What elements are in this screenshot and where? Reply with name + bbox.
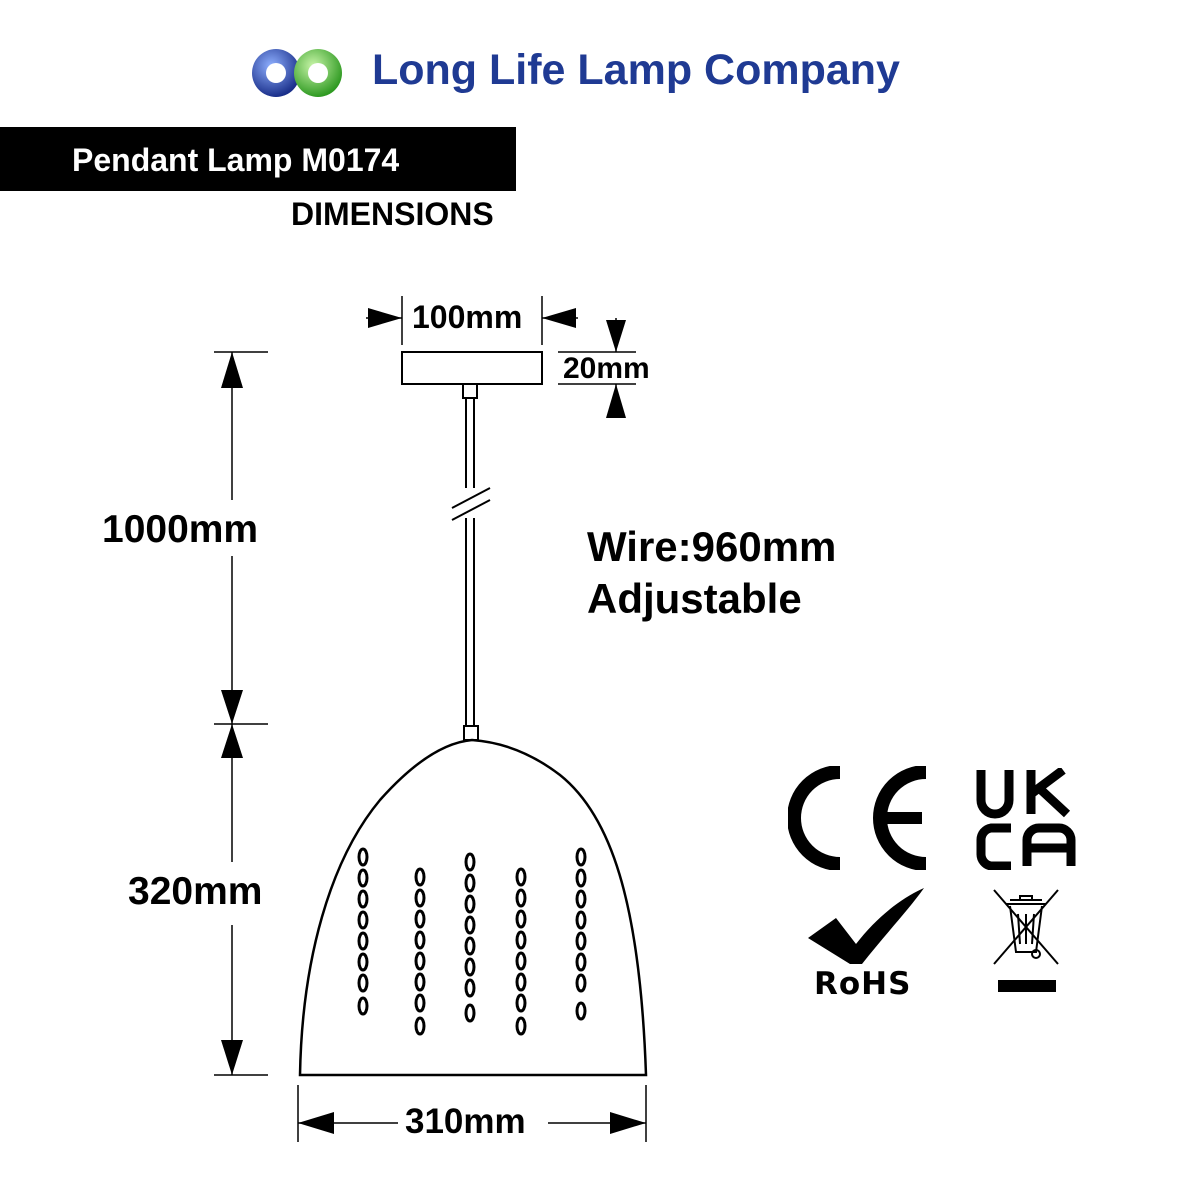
ce-mark-icon (788, 766, 927, 870)
drop-length-label: 1000mm (102, 508, 259, 551)
cord-bottom-connector (463, 725, 479, 741)
wire-adjustable-text: Adjustable (587, 575, 802, 622)
rohs-check-icon (808, 888, 924, 964)
shade-diameter-dimension (297, 1085, 647, 1142)
product-title: Pendant Lamp M0174 (72, 142, 400, 178)
shade-height-label: 320mm (128, 870, 263, 913)
wire-length-text: Wire:960mm (587, 523, 837, 570)
canopy-width-label: 100mm (412, 299, 523, 335)
shade-diameter-label: 310mm (405, 1102, 526, 1141)
canopy-height-label: 20mm (563, 352, 650, 385)
shade-perforations (357, 847, 587, 1036)
canopy (401, 351, 543, 385)
canopy-width-dimension (366, 296, 578, 345)
crossed-out-bin-icon (993, 889, 1059, 992)
cord-break-symbol (451, 487, 491, 521)
shade-height-dimension (214, 724, 268, 1076)
rohs-label: RoHS (814, 966, 912, 1002)
canopy-height-dimension (558, 318, 636, 418)
ukca-mark-icon (976, 768, 1076, 870)
title-bar (0, 127, 516, 191)
company-name: Long Life Lamp Company (372, 46, 900, 94)
cord-top-connector (462, 383, 478, 399)
company-logo-icon (252, 49, 342, 97)
wire-note: Wire:960mm Adjustable (587, 521, 836, 625)
drop-length-dimension (214, 351, 268, 725)
section-title: DIMENSIONS (291, 196, 494, 232)
